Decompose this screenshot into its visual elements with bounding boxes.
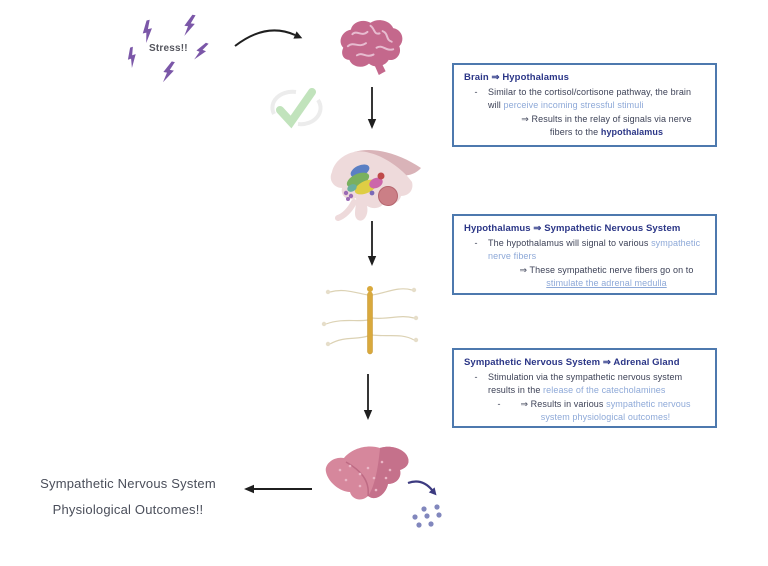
stress-label: Stress!! bbox=[149, 43, 188, 54]
hypothalamus-icon bbox=[330, 149, 421, 221]
sub-text: ⇒ Results in various sympathetic nervous… bbox=[508, 398, 707, 425]
sub-text-dark: ⇒ Results in various bbox=[520, 398, 607, 409]
arrow-brain-to-hypothalamus bbox=[367, 87, 377, 129]
info-box-brain-to-hypothalamus: Brain ⇒ Hypothalamus - Similar to the co… bbox=[452, 63, 717, 147]
arrow-adrenal-to-catecholamines bbox=[407, 480, 437, 496]
bullet-text-dark: Similar to the cortisol/cortisone pathwa… bbox=[488, 86, 692, 111]
bullet-text: Stimulation via the sympathetic nervous … bbox=[488, 371, 707, 398]
sub-bullet-dash: - bbox=[497, 398, 501, 409]
bullet-text: Similar to the cortisol/cortisone pathwa… bbox=[488, 86, 707, 113]
lightning-icon bbox=[162, 61, 175, 83]
box-title: Brain ⇒ Hypothalamus bbox=[464, 72, 569, 83]
catecholamine-dots bbox=[412, 504, 442, 528]
outcome-line-1: Sympathetic Nervous System bbox=[40, 476, 216, 491]
sub-bullet: ⇒ These sympathetic nerve fibers go on t… bbox=[464, 264, 707, 291]
bullet-text-dark: Stimulation via the sympathetic nervous … bbox=[488, 371, 683, 396]
bullet-dash: - bbox=[474, 371, 478, 382]
lightning-icon bbox=[184, 14, 196, 36]
sub-text-dark: ⇒ Results in the relay of signals via ne… bbox=[521, 113, 692, 138]
check-watermark-icon bbox=[270, 88, 323, 129]
bullet-text-highlight: perceive incoming stressful stimuli bbox=[503, 100, 644, 110]
bullet-text: The hypothalamus will signal to various … bbox=[488, 237, 707, 264]
bullet-dash: - bbox=[474, 86, 478, 97]
sub-bullet: ⇒ Results in the relay of signals via ne… bbox=[464, 113, 707, 140]
bullet-text-dark: The hypothalamus will signal to various bbox=[488, 237, 652, 248]
brain-icon bbox=[340, 20, 403, 75]
arrow-nerves-to-adrenal bbox=[363, 374, 373, 420]
arrow-hypothalamus-to-nerves bbox=[367, 221, 377, 266]
lightning-icon bbox=[127, 46, 136, 69]
arrow-adrenal-to-outcomes bbox=[244, 484, 312, 494]
info-box-sns-to-adrenal: Sympathetic Nervous System ⇒ Adrenal Gla… bbox=[452, 348, 717, 428]
sub-text-highlight: sympathetic nervous system physiological… bbox=[540, 398, 691, 423]
lightning-icon bbox=[194, 42, 209, 60]
bullet-text-highlight: sympathetic nerve fibers bbox=[488, 237, 701, 262]
outcome-label: Sympathetic Nervous System Physiological… bbox=[28, 471, 228, 523]
adrenal-gland-icon bbox=[325, 446, 409, 500]
outcome-line-2: Physiological Outcomes!! bbox=[52, 502, 204, 517]
bullet-item: - Stimulation via the sympathetic nervou… bbox=[464, 371, 707, 398]
bullet-text-highlight: release of the catecholamines bbox=[543, 385, 666, 395]
box-title: Sympathetic Nervous System ⇒ Adrenal Gla… bbox=[464, 357, 680, 368]
sub-text-link: stimulate the adrenal medulla bbox=[546, 278, 667, 288]
bullet-item: - Similar to the cortisol/cortisone path… bbox=[464, 86, 707, 113]
box-title: Hypothalamus ⇒ Sympathetic Nervous Syste… bbox=[464, 223, 681, 234]
bullet-item: - The hypothalamus will signal to variou… bbox=[464, 237, 707, 264]
arrow-stress-to-brain bbox=[234, 29, 303, 47]
sub-bullet: - ⇒ Results in various sympathetic nervo… bbox=[464, 398, 707, 425]
bullet-dash: - bbox=[474, 237, 478, 248]
sub-text-dark: ⇒ These sympathetic nerve fibers go on t… bbox=[519, 264, 694, 275]
info-box-hypothalamus-to-sns: Hypothalamus ⇒ Sympathetic Nervous Syste… bbox=[452, 214, 717, 295]
lightning-icon bbox=[142, 19, 152, 44]
nerve-fibers-icon bbox=[321, 286, 419, 355]
sub-text-emphasis: hypothalamus bbox=[600, 127, 664, 137]
